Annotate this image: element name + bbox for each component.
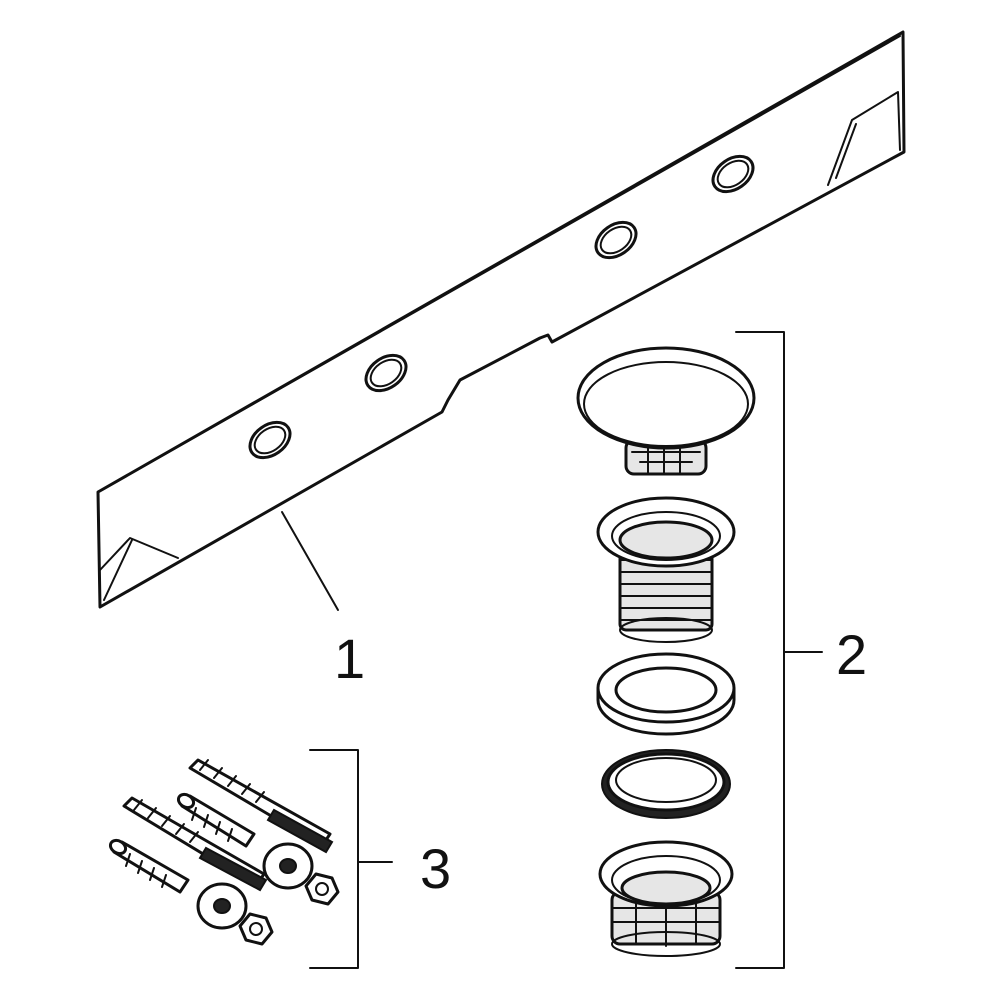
bracket-3 [309,749,393,969]
plate-hole-2 [364,353,408,393]
fixing-kit [108,758,340,946]
callout-label-2: 2 [836,623,867,686]
sealing-ring [601,749,731,819]
hex-nut-2 [238,912,274,946]
plate-hole-3 [594,220,638,260]
washer-2 [196,882,248,930]
washer-1 [262,842,314,890]
callout-label-1: 1 [334,627,365,690]
plate-hole-1 [248,420,292,460]
hanger-bolt-1 [188,758,334,854]
leader-line-1 [281,511,339,611]
hanger-bolt-2 [122,796,268,892]
plate-hole-4 [711,154,755,194]
mounting-plate [96,30,906,609]
callout-label-3: 3 [420,837,451,900]
bracket-2 [735,331,823,969]
wall-plug-2 [108,838,190,894]
drain-cap [576,346,756,476]
hex-nut-1 [304,872,340,906]
wall-plug-1 [176,792,256,848]
drain-assembly [576,346,756,957]
flat-washer [596,652,736,736]
threaded-body [596,496,736,643]
drain-nut [598,840,734,957]
